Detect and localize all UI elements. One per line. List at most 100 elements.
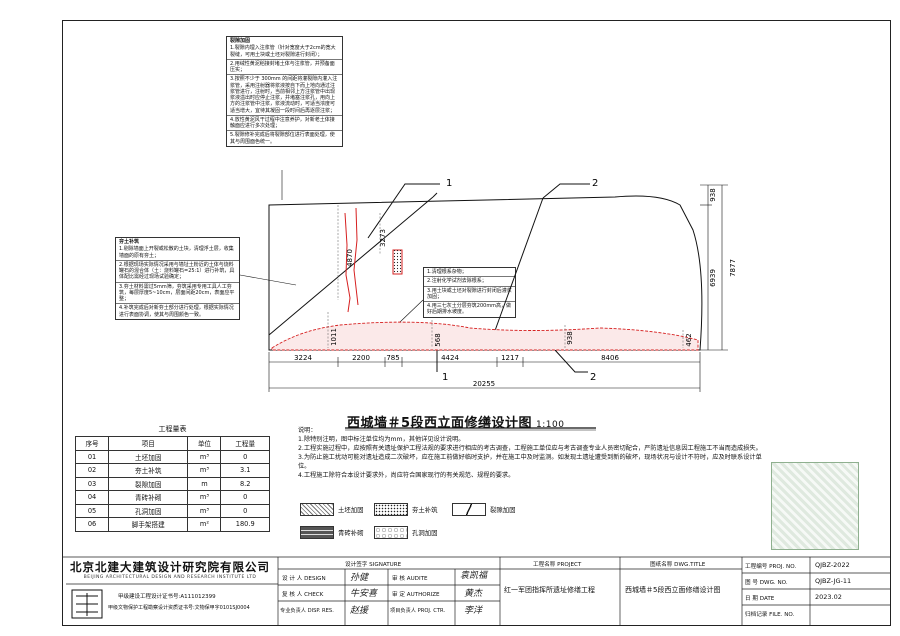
role-label: 审 核 AUDITE <box>392 576 428 582</box>
dim-text: 6939 <box>709 269 717 287</box>
dim-text: 1217 <box>501 354 519 362</box>
marker-2-top: 2 <box>592 178 598 189</box>
signature-authorizer: 黄杰 <box>464 589 483 599</box>
soil-repair-zone <box>271 321 699 351</box>
note-soil-heading: 夯土补筑 <box>119 239 140 245</box>
meta-value: QJBZ-2022 <box>815 561 850 569</box>
note-surface-item: 4.用三七灰土分层夯筑200mm高，做好后期排水坡度。 <box>427 303 512 316</box>
table-cell: 05 <box>74 503 110 518</box>
signature-designer: 孙健 <box>350 573 369 583</box>
table-cell: 裂隙加固 <box>108 476 189 491</box>
table-cell: 02 <box>74 463 110 478</box>
dim-text: 3273 <box>379 229 387 247</box>
legend-brick: 青砖补砌 <box>300 526 364 539</box>
company-name: 北京北建大建筑设计研究院有限公司 <box>70 560 270 574</box>
meta-label: 归档记录 FILE. NO. <box>745 612 795 618</box>
legend-label: 夯土补筑 <box>412 506 438 514</box>
table-row: 02 夯土补筑 m³ 3.1 <box>74 463 270 478</box>
table-cell: m³ <box>187 463 222 478</box>
approval-seal-image <box>771 462 859 550</box>
note-soil-item: 1.剔除墙面上开裂或松散的土块，清理浮土层，收集墙面的原有夯土； <box>116 245 239 261</box>
table-cell: m³ <box>187 490 222 505</box>
table-header: 项目 <box>108 436 189 451</box>
dim-text: 462 <box>685 333 693 346</box>
table-cell: m² <box>187 517 222 532</box>
project-name: 红一军团指挥所遗址修缮工程 <box>504 586 595 594</box>
table-cell: m³ <box>187 449 222 464</box>
table-cell: 土坯加固 <box>108 449 189 464</box>
note-surface-item: 3.用土块或土坯对裂隙进行封闭后灌浆加固； <box>424 287 515 302</box>
drawing-frame <box>62 20 891 626</box>
table-cell: 01 <box>74 449 110 464</box>
note-soil-item: 2.根据现场实际情况采用与墙址土粉近的土体与烧料罐石的混合体（土：烧料罐石=25… <box>116 261 239 283</box>
swatch-brick <box>300 526 334 539</box>
cert-line-2: 甲级文物保护工程勘察设计资质证书号:文物保甲字0101SJ0004 <box>108 605 250 611</box>
table-header: 单位 <box>187 436 222 451</box>
table-row: 03 裂隙加固 m 8.2 <box>74 476 270 491</box>
company-logo <box>71 589 103 619</box>
meta-value: 2023.02 <box>815 593 842 601</box>
desc-line: 3.为防止施工扰动可能对遗址造成二次破坏，应在施工前做好临时支护，并在施工中及时… <box>298 453 762 470</box>
dwg-title: 西城墙＃5段西立面修缮设计图 <box>625 586 721 594</box>
table-cell: 孔洞加固 <box>108 503 189 518</box>
meta-label: 图 号 DWG. NO. <box>745 580 788 586</box>
note-crack-item: 1.裂隙内埋入注浆管（针对宽度大于2cm的宽大裂缝，可用土块或土坯对裂隙进行封闭… <box>227 44 342 60</box>
table-cell: 0 <box>220 503 270 518</box>
dim-text: 8406 <box>601 354 619 362</box>
table-cell: 180.9 <box>220 517 270 532</box>
meta-label: 工程编号 PROJ. NO. <box>745 564 797 570</box>
table-cell: 03 <box>74 476 110 491</box>
desc-line: 说明： <box>298 427 317 434</box>
dim-text: 2200 <box>352 354 370 362</box>
dim-total: 20255 <box>473 380 495 388</box>
dim-text: 568 <box>434 333 442 346</box>
marker-1-top: 1 <box>446 178 452 189</box>
table-cell: 04 <box>74 490 110 505</box>
swatch-earth-block <box>300 503 334 516</box>
note-crack-item: 5.裂隙修补完成后将裂隙部位进行表面处理，使其与周围面色统一。 <box>230 132 335 145</box>
meta-label: 日 期 DATE <box>745 596 775 602</box>
table-cell: 8.2 <box>220 476 270 491</box>
table-cell: 夯土补筑 <box>108 463 189 478</box>
cert-line-1: 甲级建设工程设计证书号:A111012399 <box>118 594 216 600</box>
legend-hole: 孔洞加固 <box>374 526 438 539</box>
quantity-table: 工程量表 序号 项目 单位 工程量 01 土坯加固 m³ 0 02 夯土补筑 m… <box>74 424 270 532</box>
section-line-2 <box>487 197 544 351</box>
signature-auditor: 袁凯福 <box>460 571 488 581</box>
swatch-soil <box>374 503 408 516</box>
drawing-scale: 1:100 <box>536 420 565 430</box>
table-row: 04 青砖补砌 m³ 0 <box>74 490 270 505</box>
note-surface-repair: 1.清理根系杂物； 2.注射化学试剂去除根系； 3.用土块或土坯对裂隙进行封闭后… <box>423 267 516 318</box>
legend-label: 土坯加固 <box>338 506 364 514</box>
note-soil-item: 3.夯土材料需过5mm筛，夯筑采用专用工具人工夯筑，每层厚度5~10cm，层面间… <box>116 283 239 305</box>
dim-text: 1011 <box>330 328 338 346</box>
design-description: 说明： 1.除特别注明，图中标注单位均为mm，其他详见设计说明。 2.工程实施过… <box>298 427 768 481</box>
dim-text: 4870 <box>346 249 354 267</box>
legend-earth: 土坯加固 <box>300 503 364 516</box>
desc-line: 2.工程实施过程中，应按照有关遗址保护工程法规的要求进行相应的考古调查，工程施工… <box>298 444 762 452</box>
swatch-crack <box>452 503 486 516</box>
table-cell: m³ <box>187 503 222 518</box>
note-soil-item: 4.补筑完成后对新夯土部分进行处理，根据实际情况进行表面协调，使其与周围颜色一致… <box>119 305 234 318</box>
quantity-table-caption: 工程量表 <box>158 425 187 433</box>
note-crack-repair: 裂隙加固 1.裂隙内埋入注浆管（针对宽度大于2cm的宽大裂缝，可用土块或土坯对裂… <box>226 36 343 147</box>
legend-crack: 裂隙加固 <box>452 503 516 516</box>
dim-text: 938 <box>566 331 574 344</box>
dim-text: 7877 <box>729 259 737 277</box>
table-row: 05 孔洞加固 m³ 0 <box>74 503 270 518</box>
dim-text: 3224 <box>294 354 312 362</box>
table-cell: 06 <box>74 517 110 532</box>
note-crack-item: 2.用绒性黄泥稻接封堵土体与注浆管，并预备面压实； <box>227 60 342 76</box>
dim-text: 785 <box>386 354 399 362</box>
role-label: 项目负责人 PROJ. CTR. <box>390 608 446 614</box>
role-label: 审 定 AUTHORIZE <box>392 592 440 598</box>
role-label: 设 计 人 DESIGN <box>282 576 326 582</box>
dim-text: 4424 <box>441 354 459 362</box>
meta-value: QJBZ-JG-11 <box>815 577 852 585</box>
signature-checker: 牛安喜 <box>350 589 378 599</box>
dwg-title-label: 图纸名称 DWG.TITLE <box>650 562 706 568</box>
desc-line: 1.除特别注明，图中标注单位均为mm，其他详见设计说明。 <box>298 435 465 443</box>
note-soil-repair: 夯土补筑 1.剔除墙面上开裂或松散的土块，清理浮土层，收集墙面的原有夯土； 2.… <box>115 237 240 320</box>
